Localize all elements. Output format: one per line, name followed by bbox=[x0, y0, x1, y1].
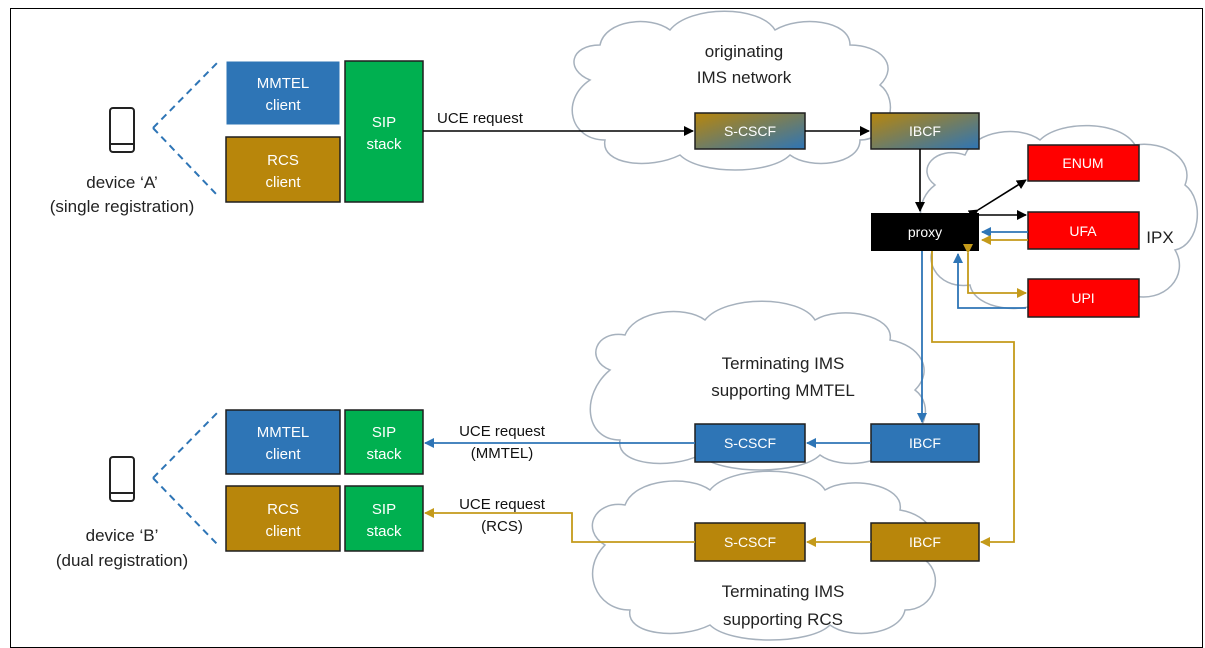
mmtel-cloud-line-2: supporting MMTEL bbox=[711, 381, 855, 400]
mmtel-scscf-label: S-CSCF bbox=[724, 435, 776, 451]
mmtel-ibcf-node bbox=[870, 423, 980, 463]
device-b-rcs-line-1: RCS bbox=[267, 501, 299, 518]
rcs-cloud-line-1: Terminating IMS bbox=[722, 582, 845, 601]
device-b-mmtel-line-1: MMTEL bbox=[257, 424, 310, 441]
upi-label: UPI bbox=[1071, 290, 1094, 306]
device-a-sip-stack bbox=[344, 60, 424, 203]
device-a-mmtel-line-2: client bbox=[265, 97, 301, 114]
proxy-label: proxy bbox=[908, 224, 942, 240]
orig-ibcf-node bbox=[870, 112, 980, 150]
ipx-label: IPX bbox=[1146, 228, 1173, 247]
device-a-dash-bottom bbox=[152, 127, 219, 197]
uce-request-rcs-line-2: (RCS) bbox=[481, 518, 523, 535]
device-b-dash-bottom bbox=[152, 477, 219, 546]
device-b-rcs-line-2: client bbox=[265, 523, 301, 540]
uce-request-mmtel-line-2: (MMTEL) bbox=[471, 445, 534, 462]
device-a-mmtel-line-1: MMTEL bbox=[257, 75, 310, 92]
cloud-term-mmtel bbox=[589, 300, 926, 471]
device-b-rcs-sip-stack bbox=[344, 485, 424, 552]
device-b-dash-top bbox=[152, 411, 219, 479]
rcs-cloud-line-2: supporting RCS bbox=[723, 610, 843, 629]
phone-a-icon bbox=[109, 107, 135, 153]
arrow-upi-proxy-blue bbox=[953, 253, 1026, 309]
arrow-proxy-enum bbox=[967, 179, 1027, 220]
rcs-scscf-label: S-CSCF bbox=[724, 534, 776, 550]
ufa-label: UFA bbox=[1069, 223, 1097, 239]
device-b-name: device ‘B’ bbox=[86, 526, 159, 545]
phone-b-icon bbox=[109, 456, 135, 502]
proxy-node bbox=[871, 213, 979, 251]
device-b-registration: (dual registration) bbox=[56, 551, 188, 570]
device-a-rcs-line-2: client bbox=[265, 174, 301, 191]
device-b-rcs-sip-line-1: SIP bbox=[372, 501, 396, 518]
device-a-mmtel-client bbox=[225, 60, 341, 126]
device-a-sip-line-2: stack bbox=[366, 136, 402, 153]
originating-cloud-line-2: IMS network bbox=[697, 68, 792, 87]
mmtel-ibcf-label: IBCF bbox=[909, 435, 941, 451]
uce-request-a-label: UCE request bbox=[437, 110, 524, 127]
device-b-rcs-sip-line-2: stack bbox=[366, 523, 402, 540]
device-a-name: device ‘A’ bbox=[86, 173, 158, 192]
arrow-proxy-to-rcs-ibcf bbox=[931, 251, 1015, 547]
enum-label: ENUM bbox=[1062, 155, 1103, 171]
device-a-registration: (single registration) bbox=[50, 197, 195, 216]
device-b-mmtel-client bbox=[225, 409, 341, 475]
device-b-mmtel-sip-stack bbox=[344, 409, 424, 475]
upi-node bbox=[1027, 278, 1140, 318]
uce-request-mmtel-line-1: UCE request bbox=[459, 423, 546, 440]
device-b-mmtel-sip-line-1: SIP bbox=[372, 424, 396, 441]
mmtel-scscf-node bbox=[694, 423, 806, 463]
device-a-rcs-client bbox=[225, 136, 341, 203]
arrow-rcs-scscf-to-device-b bbox=[424, 508, 695, 543]
rcs-ibcf-node bbox=[870, 522, 980, 562]
device-a-rcs-line-1: RCS bbox=[267, 152, 299, 169]
arrow-proxy-upi-gold bbox=[963, 244, 1027, 298]
device-a-dash-top bbox=[152, 61, 219, 129]
orig-ibcf-label: IBCF bbox=[909, 123, 941, 139]
ufa-node bbox=[1027, 211, 1140, 250]
device-b-mmtel-line-2: client bbox=[265, 446, 301, 463]
device-b-rcs-client bbox=[225, 485, 341, 552]
device-a-sip-line-1: SIP bbox=[372, 114, 396, 131]
uce-request-rcs-line-1: UCE request bbox=[459, 496, 546, 513]
orig-scscf-label: S-CSCF bbox=[724, 123, 776, 139]
enum-node bbox=[1027, 144, 1140, 182]
device-b-mmtel-sip-line-2: stack bbox=[366, 446, 402, 463]
originating-cloud-line-1: originating bbox=[705, 42, 783, 61]
rcs-ibcf-label: IBCF bbox=[909, 534, 941, 550]
mmtel-cloud-line-1: Terminating IMS bbox=[722, 354, 845, 373]
